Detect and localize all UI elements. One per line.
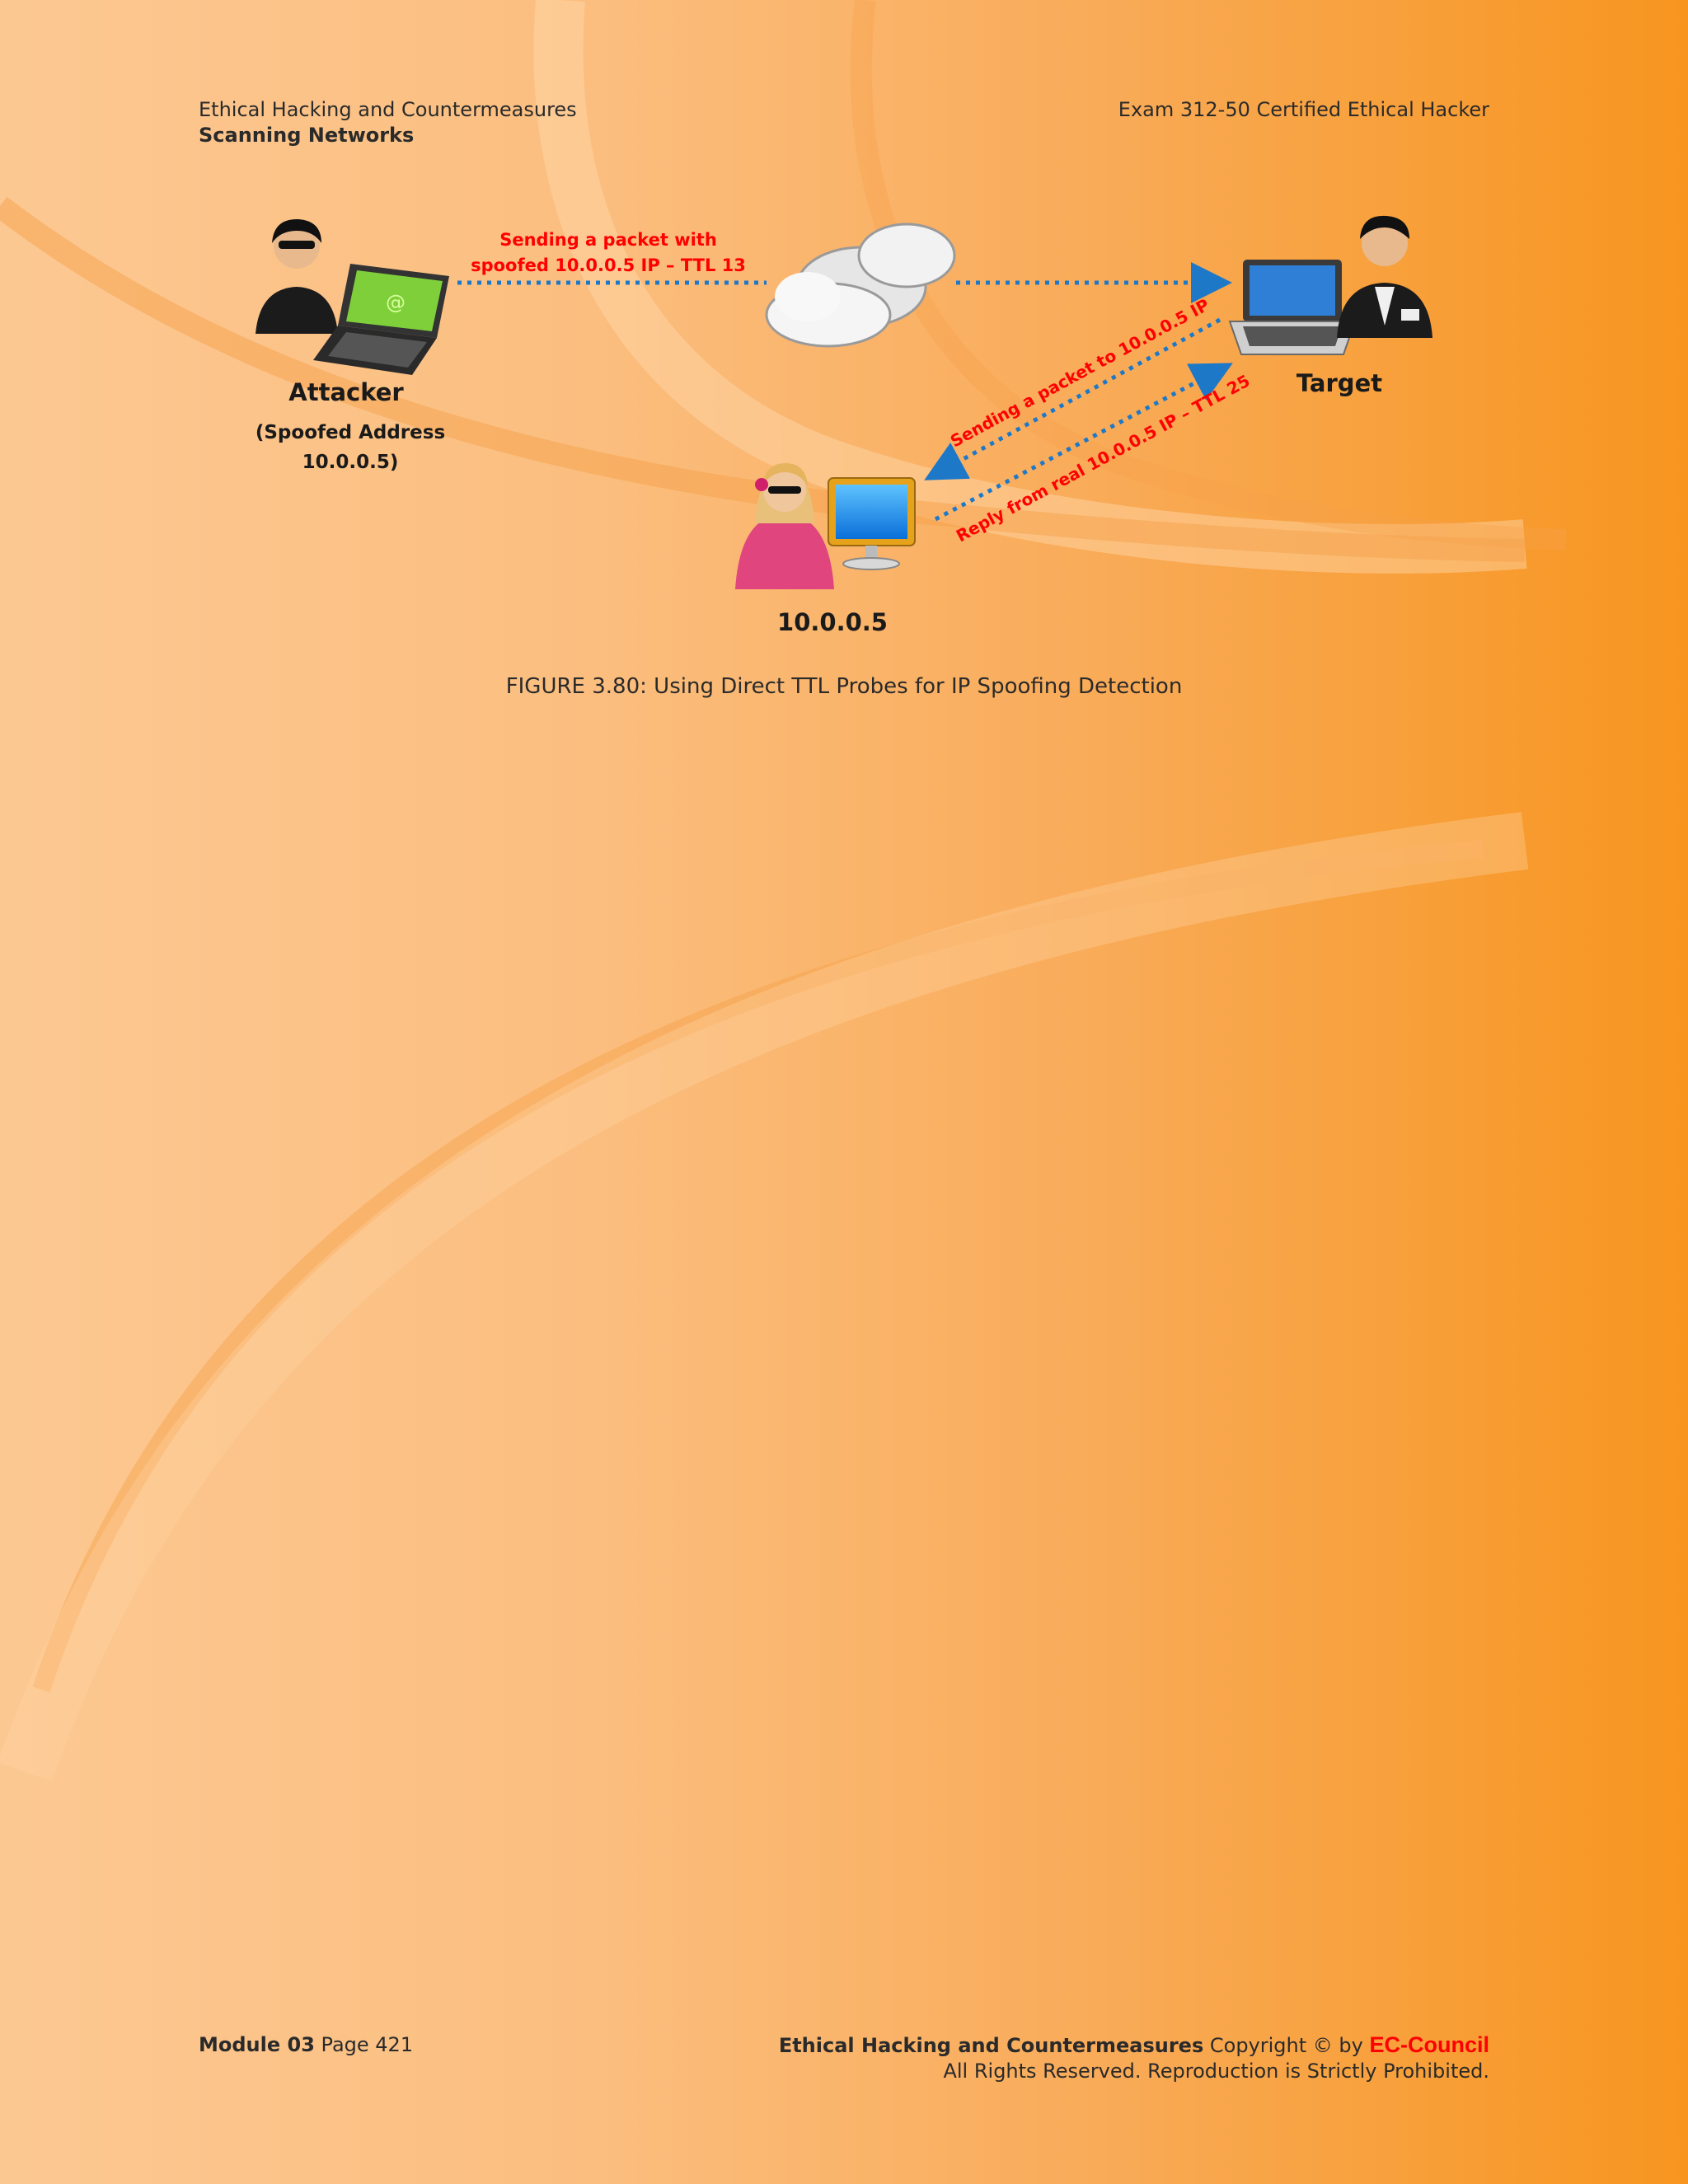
arrow-victim-to-target xyxy=(934,363,1233,522)
target-person-icon xyxy=(1337,215,1432,338)
cloud-icon xyxy=(765,223,956,348)
attacker-label: Attacker xyxy=(288,378,404,406)
spoof-message-line-1: Sending a packet with xyxy=(499,230,717,250)
attacker-address-line-1: (Spoofed Address xyxy=(256,422,445,443)
attacker-address-line-2: 10.0.0.5) xyxy=(302,452,399,473)
ec-council-logo: EC-Council xyxy=(1369,2032,1490,2057)
monitor-icon xyxy=(828,477,916,570)
target-label: Target xyxy=(1296,369,1382,397)
spoof-message-line-2: spoofed 10.0.0.5 IP – TTL 13 xyxy=(471,255,746,275)
svg-text:@: @ xyxy=(386,291,406,314)
arrow-target-to-victim xyxy=(924,317,1221,480)
victim-label: 10.0.0.5 xyxy=(777,608,888,636)
page-number: Page 421 xyxy=(321,2033,414,2056)
copyright-text: Copyright © by xyxy=(1209,2034,1363,2057)
ip-spoofing-diagram: @ Attacker (Spoofed Address 10.0.0.5) Se… xyxy=(256,215,1432,636)
copyright-course: Ethical Hacking and Countermeasures xyxy=(778,2034,1204,2057)
course-title: Ethical Hacking and Countermeasures xyxy=(199,98,577,121)
victim-person-icon xyxy=(735,463,834,589)
attacker-person-icon xyxy=(256,218,338,334)
laptop-icon xyxy=(1228,260,1357,355)
footer-left: Module 03 Page 421 xyxy=(199,2032,413,2058)
exam-title: Exam 312-50 Certified Ethical Hacker xyxy=(1118,98,1489,121)
header-right: Exam 312-50 Certified Ethical Hacker xyxy=(1118,97,1489,123)
laptop-icon: @ xyxy=(313,264,449,375)
header-left: Ethical Hacking and Countermeasures Scan… xyxy=(199,97,577,148)
figure-caption: FIGURE 3.80: Using Direct TTL Probes for… xyxy=(505,674,1183,699)
module-number: Module 03 xyxy=(199,2033,315,2056)
footer-right: Ethical Hacking and Countermeasures Copy… xyxy=(779,2032,1489,2084)
module-title: Scanning Networks xyxy=(199,124,415,147)
rights-notice: All Rights Reserved. Reproduction is Str… xyxy=(943,2060,1489,2083)
reply-message: Reply from real 10.0.0.5 IP – TTL 25 xyxy=(953,371,1253,546)
copyright-line: Ethical Hacking and Countermeasures Copy… xyxy=(779,2032,1489,2059)
